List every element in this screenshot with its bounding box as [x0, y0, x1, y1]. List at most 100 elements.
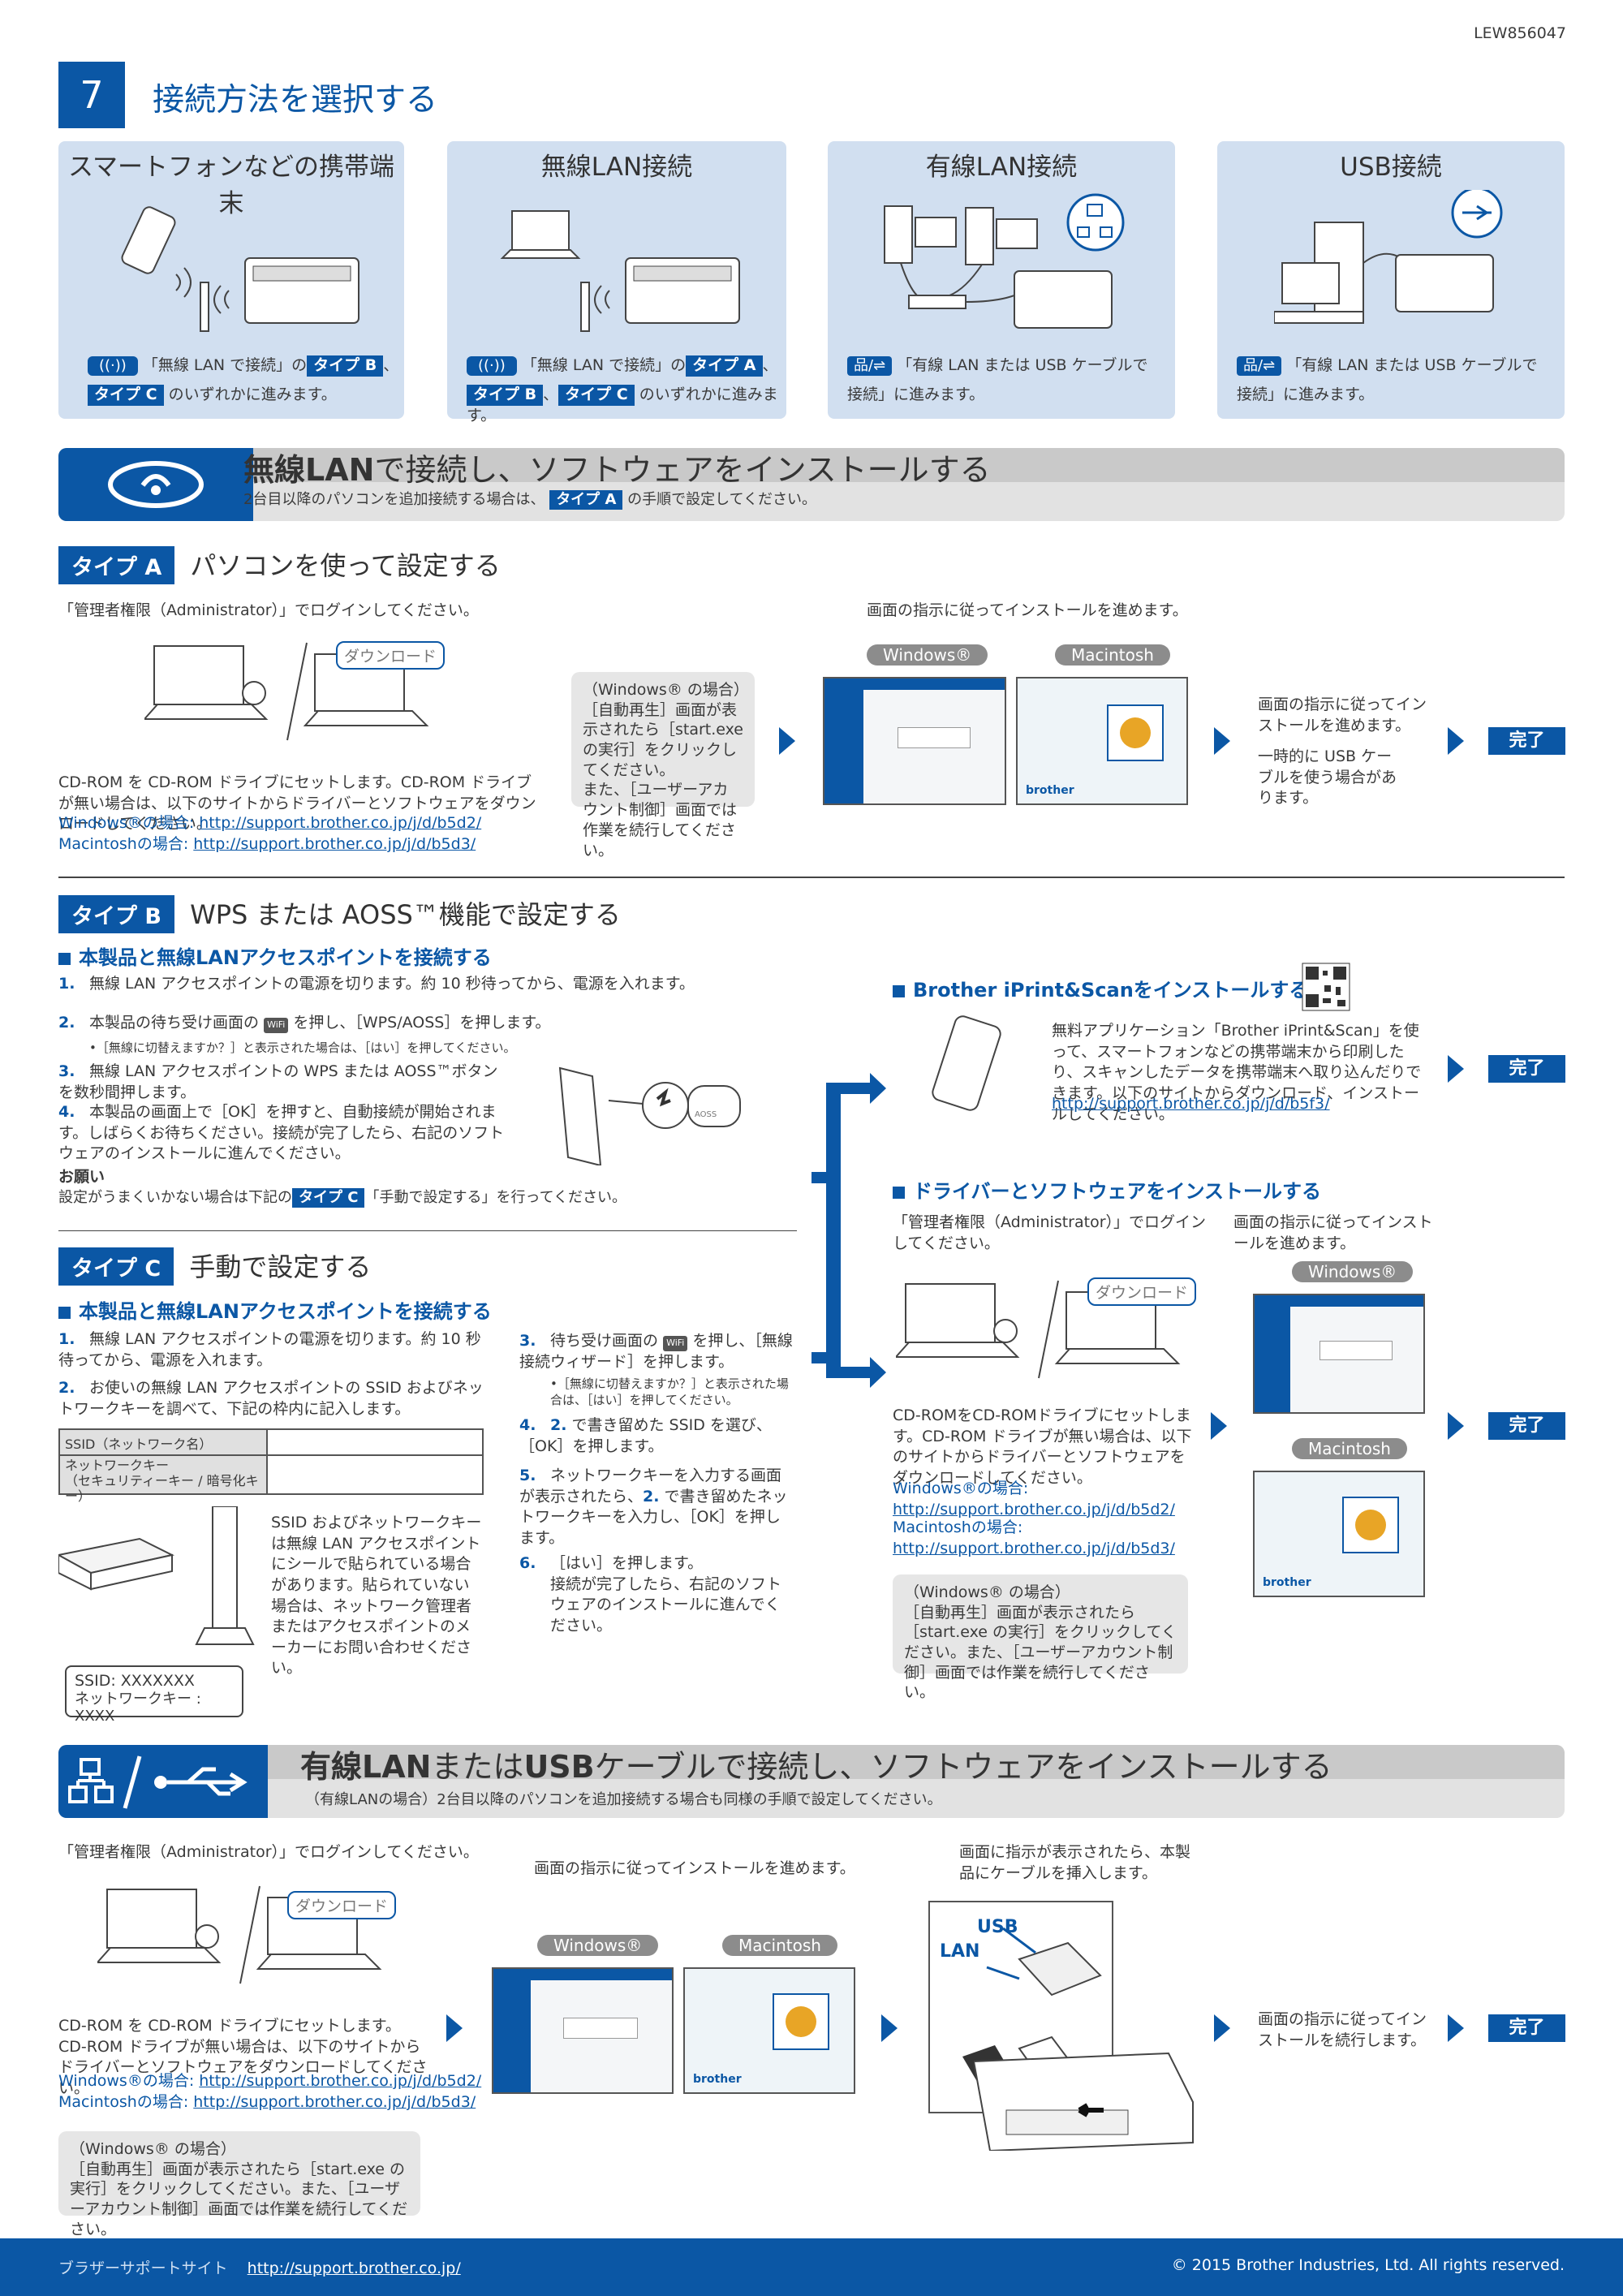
type-a-after-1: 画面の指示に従ってインストールを進めます。: [1258, 696, 1427, 734]
type-a-instr: 画面の指示に従ってインストールを進めます。: [867, 601, 1188, 619]
type-b-sub-text: 本製品と無線LANアクセスポイントを接続する: [79, 946, 492, 969]
step-text: で書き留めた SSID を選び、［OK］を押します。: [519, 1416, 772, 1455]
bracket-connector: [826, 1367, 872, 1378]
windows-installer-screen: [1253, 1294, 1425, 1414]
card-text-1: 「無線 LAN で接続」の: [142, 356, 308, 374]
type-a-mac-line: Macintoshの場合: http://support.brother.co.…: [58, 834, 476, 855]
footer-site-link[interactable]: http://support.brother.co.jp/: [247, 2259, 461, 2277]
windows-installer-screen: [492, 1967, 674, 2094]
onegai-text: 設定がうまくいかない場合は下記のタイプ C「手動で設定する」を行ってください。: [58, 1188, 626, 1208]
key-label-1: ネットワークキー: [65, 1458, 170, 1473]
arrow-icon: [446, 2014, 463, 2042]
usb-port-label: USB: [977, 1917, 1018, 1937]
type-c-tag: タイプ C: [292, 1188, 365, 1208]
wireless-title-bold: 無線LAN: [243, 452, 375, 488]
type-b-header: タイプ B WPS または AOSS™機能で設定する: [58, 894, 621, 933]
divider: [58, 877, 1565, 878]
type-c-step-6: 6.［はい］を押します。接続が完了したら、右記のソフトウェアのインストールに進ん…: [519, 1553, 795, 1637]
card-mobile: スマートフォンなどの携帯端末 ((·)) 「無線 LAN で接続」のタイプ B、…: [58, 141, 404, 419]
arrow-icon: [1448, 727, 1464, 755]
type-c-tag: タイプ C: [58, 1247, 174, 1286]
card-usb: USB接続 品/⇌ 「有線 LAN または USB ケーブルで 接続」に進みます…: [1217, 141, 1565, 419]
type-c-title: 手動で設定する: [189, 1251, 372, 1282]
type-a-tag: タイプ A: [686, 355, 763, 377]
step-text: 無線 LAN アクセスポイントの電源を切ります。約 10 秒待ってから、電源を入…: [58, 1330, 481, 1369]
wired-win-line: Windows®の場合: http://support.brother.co.j…: [58, 2071, 481, 2092]
mac-url-link[interactable]: http://support.brother.co.jp/j/d/b5d3/: [893, 1539, 1175, 1557]
aoss-label: AOSS: [695, 1110, 717, 1119]
download-bubble: ダウンロード: [336, 641, 446, 670]
type-a-login: 「管理者権限（Administrator）」でログインしてください。: [58, 601, 479, 619]
type-b-step-3: 3.無線 LAN アクセスポイントの WPS または AOSS™ボタンを数秒間押…: [58, 1062, 498, 1101]
card-text-1: 「有線 LAN または USB ケーブルで: [1286, 356, 1538, 374]
wired-title-rest: ケーブルで接続し、ソフトウェアをインストールする: [594, 1749, 1332, 1785]
win-url-link[interactable]: http://support.brother.co.jp/j/d/b5d2/: [199, 2072, 482, 2090]
mac-label-pill: Macintosh: [1292, 1438, 1407, 1459]
card-title: USB接続: [1340, 153, 1442, 182]
type-b-tag: タイプ B: [58, 895, 174, 933]
driver-title: ドライバーとソフトウェアをインストールする: [913, 1180, 1322, 1203]
driver-windows-note: （Windows® の場合） ［自動再生］画面が表示されたら［start.exe…: [893, 1574, 1188, 1701]
type-a-windows-note: （Windows® の場合） ［自動再生］画面が表示されたら［start.exe…: [571, 672, 755, 859]
ssid-value-field[interactable]: [268, 1430, 482, 1456]
note-line-1: （Windows® の場合）: [583, 681, 749, 699]
card-title: 無線LAN接続: [540, 153, 693, 182]
note-line-2: ［自動再生］画面が表示されたら［start.exe の実行］をクリックしてくださ…: [583, 700, 743, 779]
step-text: ネットワークキーを入力する画面が表示されたら、: [519, 1467, 782, 1506]
type-c-header: タイプ C 手動で設定する: [58, 1247, 371, 1286]
arrow-icon: [779, 727, 795, 755]
arrow-icon: [1448, 1412, 1464, 1440]
wired-title-mid: または: [431, 1749, 524, 1785]
type-c-step-3-note: •［無線に切替えますか？］と表示された場合は、［はい］を押してください。: [550, 1376, 789, 1407]
wireless-note: 2台目以降のパソコンを追加接続する場合は、 タイプ A の手順で設定してください…: [243, 490, 816, 510]
iprint-desc: 無料アプリケーション「Brother iPrint&Scan」を使って、スマート…: [1052, 1022, 1422, 1123]
key-value-field[interactable]: [268, 1456, 482, 1493]
driver-cd-text: CD-ROMをCD-ROMドライブにセットします。CD-ROM ドライブが無い場…: [893, 1406, 1192, 1487]
step-text: 待ち受け画面の: [550, 1332, 659, 1350]
arrow-icon: [1214, 727, 1230, 755]
arrow-icon: [1214, 2014, 1230, 2042]
type-a-header: タイプ A パソコンを使って設定する: [58, 545, 501, 584]
win-url-link[interactable]: http://support.brother.co.jp/j/d/b5d2/: [199, 814, 482, 832]
type-b-step-2-note: •［無線に切替えますか？］と表示された場合は、［はい］を押してください。: [89, 1040, 516, 1055]
wired-instr: 画面の指示に従ってインストールを進めます。: [534, 1859, 855, 1877]
bracket-connector: [826, 1083, 872, 1094]
card-title: 有線LAN接続: [925, 153, 1078, 182]
arrow-icon: [881, 2014, 898, 2042]
wireless-note-post: の手順で設定してください。: [627, 491, 817, 508]
card-text-2: のいずれかに進みます。: [467, 386, 778, 424]
step-text: 無線 LAN アクセスポイントの WPS または AOSS™ボタンを数秒間押しま…: [58, 1062, 498, 1101]
download-bubble: ダウンロード: [287, 1891, 397, 1919]
mac-url-link[interactable]: http://support.brother.co.jp/j/d/b5d3/: [193, 2093, 476, 2111]
mac-installer-screen: brother: [683, 1967, 855, 2094]
mac-url-link[interactable]: http://support.brother.co.jp/j/d/b5d3/: [193, 835, 476, 853]
wireless-title-rest: で接続し、ソフトウェアをインストールする: [374, 452, 991, 488]
wired-title-lan: 有線LAN: [300, 1749, 432, 1785]
wireless-section-icon: [58, 448, 253, 521]
note-line-2: ［自動再生］画面が表示されたら［start.exe の実行］をクリックしてくださ…: [904, 1603, 1177, 1702]
bracket-connector: [812, 1172, 841, 1183]
ssid-table: SSID（ネットワーク名） ネットワークキー （セキュリティーキー / 暗号化キ…: [58, 1428, 484, 1504]
step-ref: 2.: [550, 1416, 567, 1434]
footer-site: ブラザーサポートサイト http://support.brother.co.jp…: [58, 2256, 461, 2278]
step-number: 7: [58, 62, 125, 128]
type-a-tag: タイプ A: [549, 490, 623, 510]
win-url-link[interactable]: http://support.brother.co.jp/j/d/b5d2/: [893, 1500, 1175, 1518]
iprint-url-link[interactable]: http://support.brother.co.jp/j/d/b5f3/: [1052, 1095, 1330, 1113]
type-b-tag: タイプ B: [307, 355, 384, 377]
mobile-printer-illustration: [121, 206, 359, 332]
wired-cd-text: CD-ROM を CD-ROM ドライブにセットします。CD-ROM ドライブが…: [58, 2017, 428, 2097]
step-number-text: 7: [80, 73, 104, 117]
note-line-2: ［自動再生］画面が表示されたら［start.exe の実行］をクリックしてくださ…: [70, 2160, 408, 2238]
arrow-icon: [1448, 2014, 1464, 2042]
label-key: ネットワークキー : XXXX: [75, 1690, 201, 1725]
lan-usb-section-icon: [58, 1745, 268, 1818]
win-label: Windows®の場合:: [58, 814, 200, 832]
step-text: 本製品の画面上で［OK］を押すと、自動接続が開始されます。しばらくお待ちください…: [58, 1103, 505, 1163]
step-text: 本製品の待ち受け画面の: [89, 1014, 260, 1032]
type-c-tag: タイプ C: [88, 385, 164, 406]
wired-section-band: [58, 1745, 1565, 1818]
card-text-sep: 、: [543, 386, 559, 403]
bracket-connector: [812, 1352, 841, 1363]
divider: [58, 1230, 797, 1231]
